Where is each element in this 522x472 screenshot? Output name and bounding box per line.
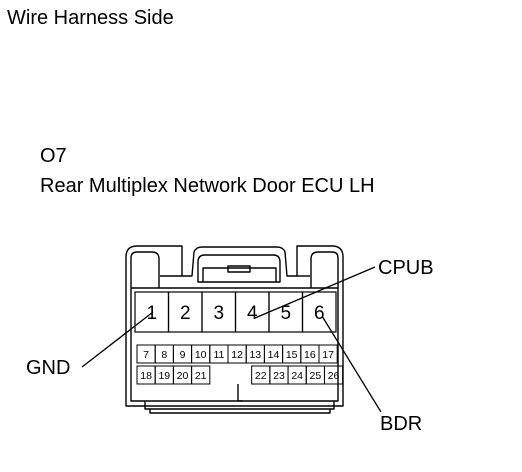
pin-label-8: 8: [161, 349, 167, 361]
callout-cpub: CPUB: [378, 257, 434, 279]
pin-label-13: 13: [249, 349, 261, 361]
leader-gnd: [81, 311, 154, 368]
pin-label-5: 5: [280, 303, 291, 324]
callout-gnd: GND: [26, 357, 71, 379]
callout-bdr: BDR: [380, 413, 423, 435]
pin-label-20: 20: [177, 370, 189, 382]
pin-label-22: 22: [255, 370, 267, 382]
leader-cpub: [254, 266, 376, 319]
pin-label-23: 23: [273, 370, 285, 382]
pin-label-3: 3: [213, 303, 224, 324]
pin-label-18: 18: [140, 370, 152, 382]
right-latch: [310, 251, 339, 288]
pin-label-17: 17: [322, 349, 334, 361]
view-label: Wire Harness Side: [7, 7, 174, 29]
connector-name: Rear Multiplex Network Door ECU LH: [40, 175, 375, 197]
pin-label-6: 6: [314, 303, 325, 324]
pin-label-19: 19: [158, 370, 170, 382]
pin-label-21: 21: [195, 370, 207, 382]
connector-code: O7: [40, 145, 67, 167]
pin-label-4: 4: [247, 303, 258, 324]
pin-label-11: 11: [213, 349, 224, 361]
left-latch: [130, 251, 160, 288]
bottom-step: [144, 401, 335, 410]
pin-label-14: 14: [268, 349, 280, 361]
lock-tab: [197, 254, 281, 283]
pin-label-7: 7: [143, 349, 149, 361]
pin-label-12: 12: [231, 349, 243, 361]
pin-cell-26: [323, 365, 344, 385]
leader-bdr: [321, 315, 382, 413]
pin-cell-17: [318, 344, 338, 364]
connector-outline: [125, 245, 344, 407]
pin-cell-21: [191, 365, 211, 385]
pin-label-25: 25: [310, 370, 322, 382]
pin-label-24: 24: [291, 370, 303, 382]
pin-label-15: 15: [286, 349, 298, 361]
pin-label-9: 9: [180, 349, 186, 361]
pin-label-2: 2: [180, 303, 191, 324]
pin-label-26: 26: [328, 370, 340, 382]
pin-label-16: 16: [304, 349, 316, 361]
pin-label-10: 10: [195, 349, 207, 361]
pin-cell-6: [301, 291, 337, 333]
